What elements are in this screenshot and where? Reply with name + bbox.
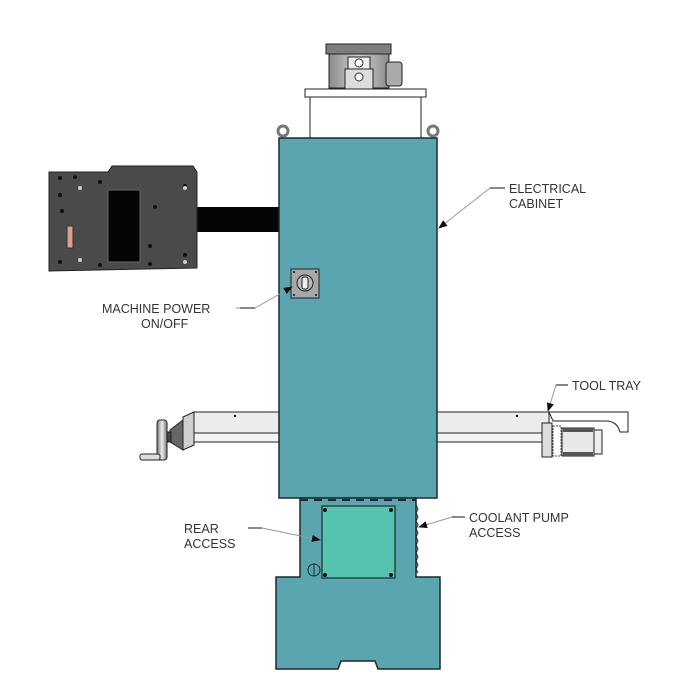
control-pendant xyxy=(48,165,198,272)
label-coolant-pump-2: ACCESS xyxy=(469,526,520,540)
label-rear-access-2: ACCESS xyxy=(184,537,235,551)
handwheel xyxy=(139,411,195,461)
label-rear-access-1: REAR xyxy=(184,522,219,536)
label-coolant-pump-1: COOLANT PUMP xyxy=(469,511,569,525)
leader-coolant-pump xyxy=(418,516,465,529)
label-machine-power-2: ON/OFF xyxy=(141,317,189,331)
leader-tool-tray xyxy=(546,384,568,412)
label-machine-power-1: MACHINE POWER xyxy=(102,302,210,316)
tool-tray xyxy=(548,411,629,433)
x-axis-motor xyxy=(541,422,603,458)
electrical-cabinet xyxy=(278,137,438,499)
rear-access-panel[interactable] xyxy=(321,505,396,579)
lifting-eye-right xyxy=(426,124,440,138)
label-electrical-cabinet-2: CABINET xyxy=(509,197,564,211)
machine-power-switch[interactable] xyxy=(290,268,320,299)
lifting-eye-left xyxy=(276,124,290,138)
leader-electrical-cabinet xyxy=(438,187,505,229)
label-electrical-cabinet-1: ELECTRICAL xyxy=(509,182,586,196)
pendant-arm xyxy=(196,207,280,232)
coolant-pump-access-edge xyxy=(415,504,419,574)
spindle-motor xyxy=(304,43,427,139)
label-tool-tray: TOOL TRAY xyxy=(572,379,642,393)
